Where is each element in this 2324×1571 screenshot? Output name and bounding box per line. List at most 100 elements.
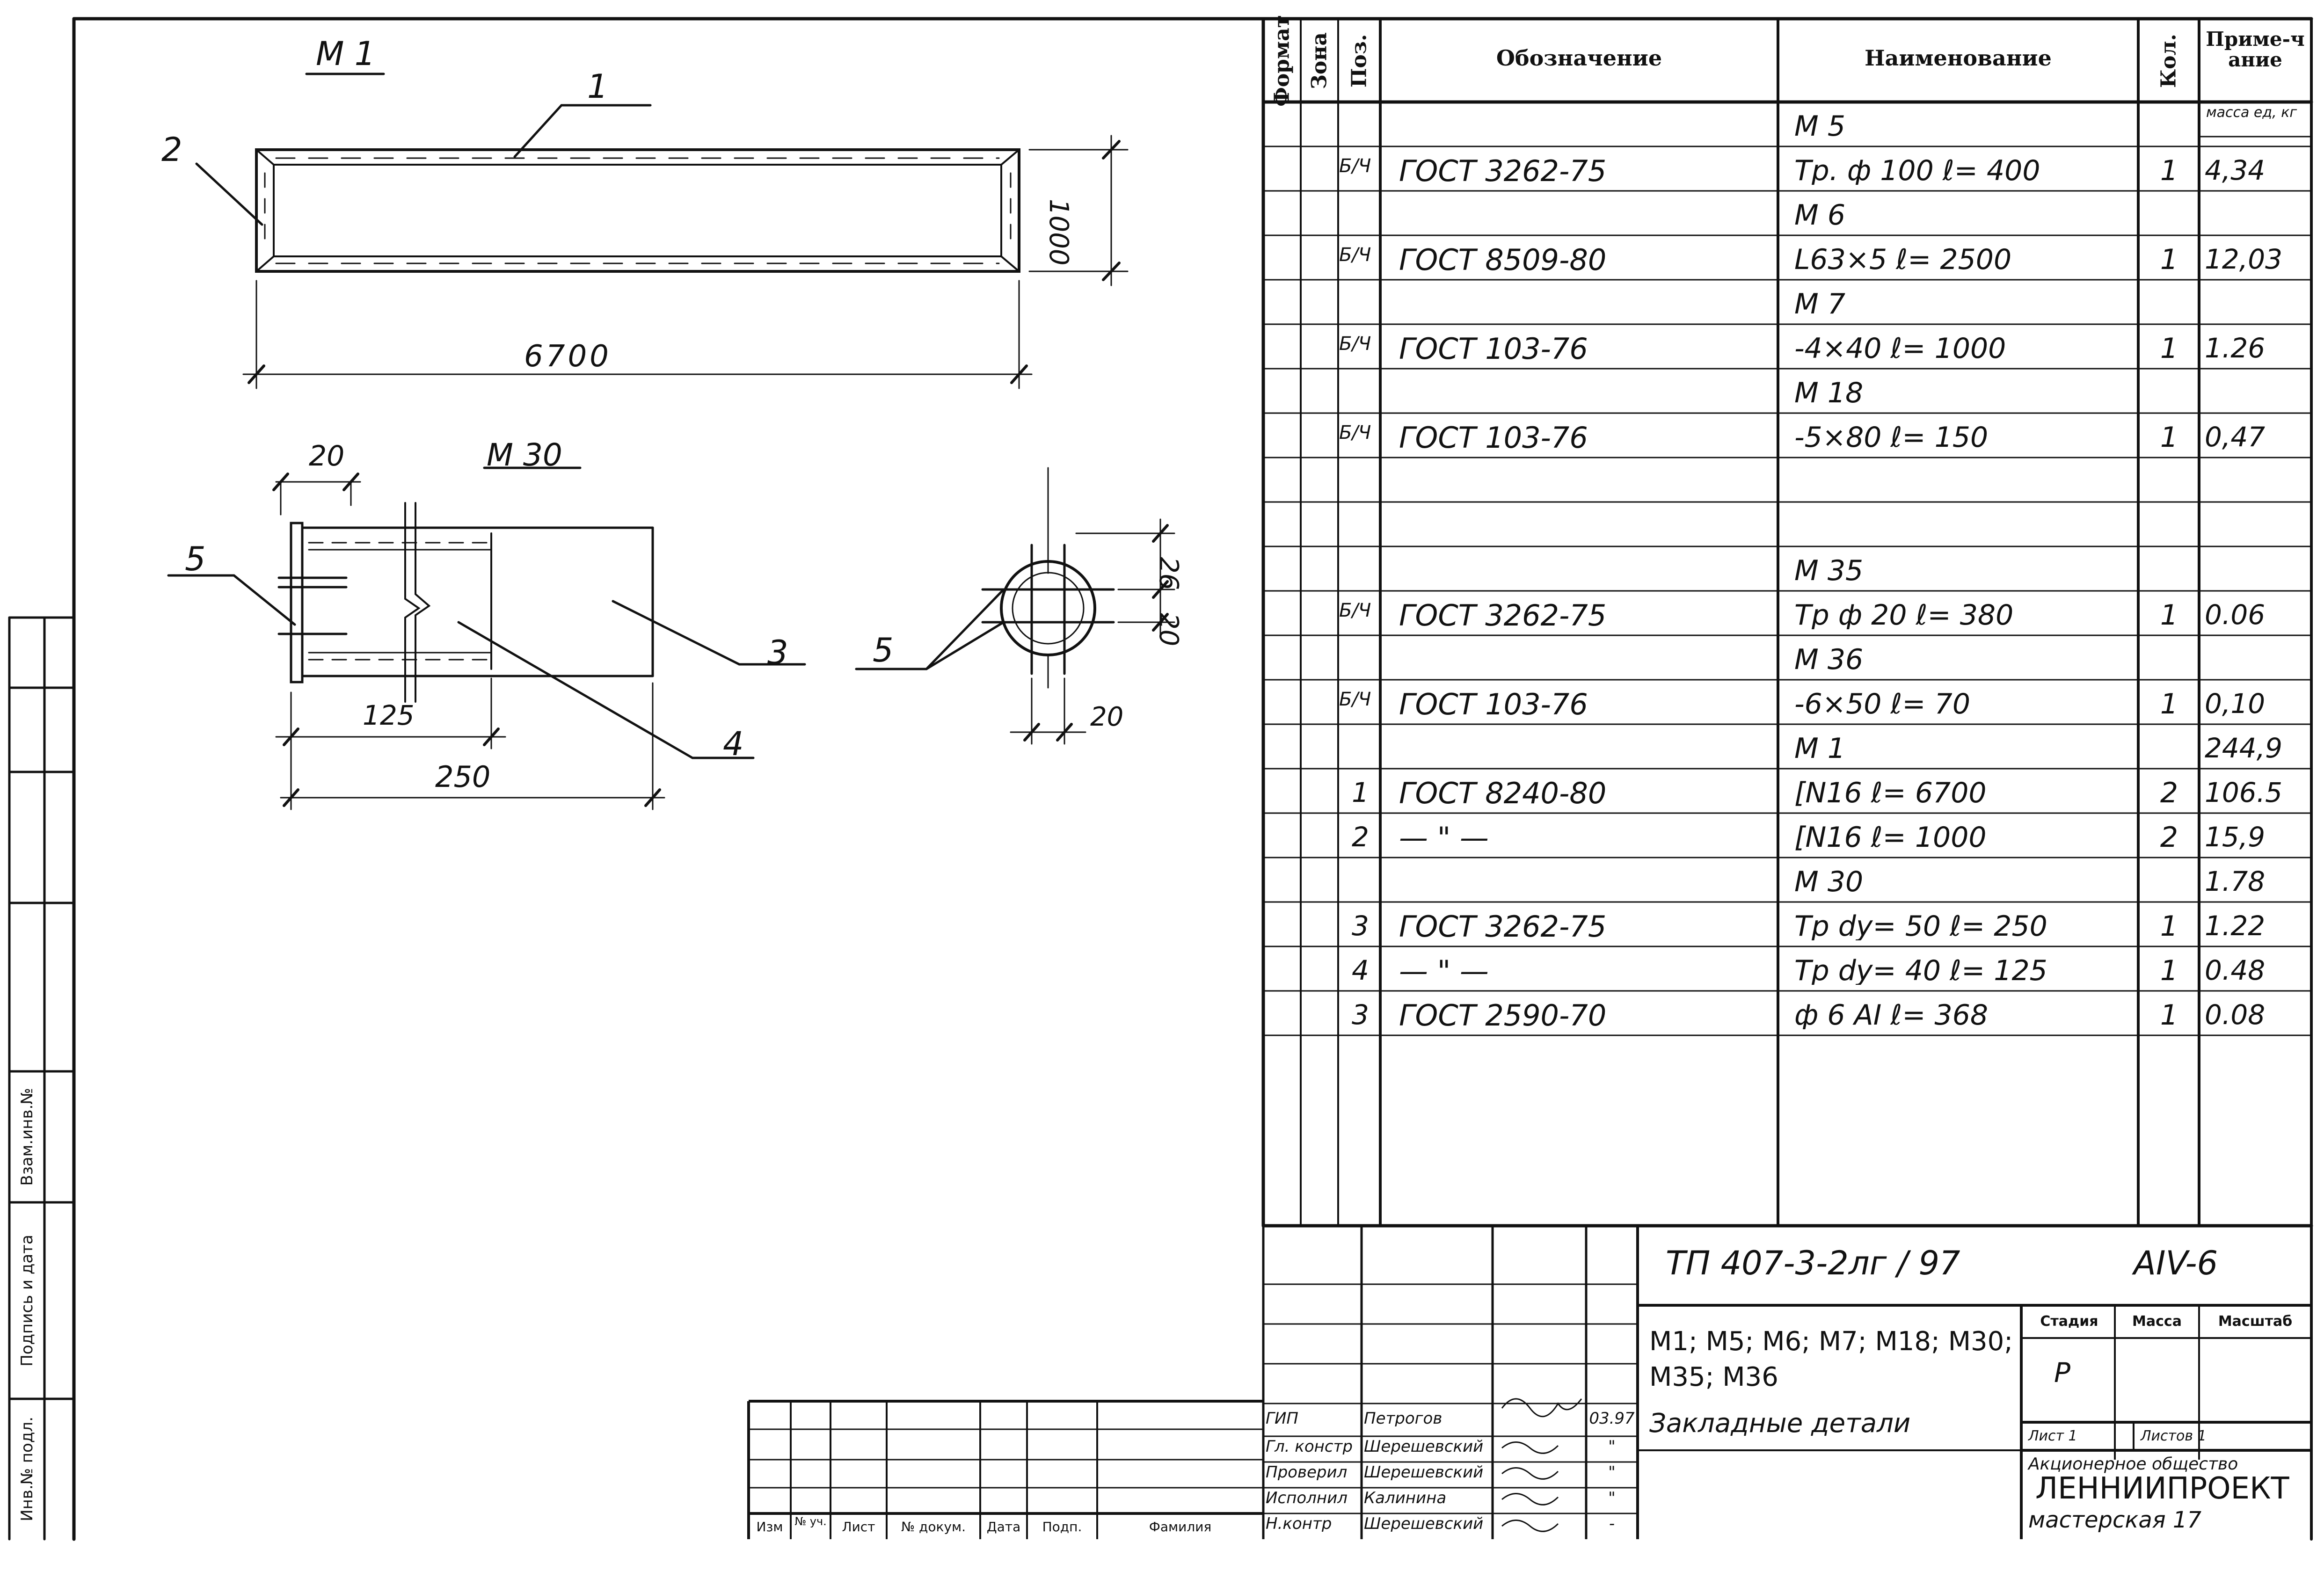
row-qty: 1: [2160, 912, 2178, 940]
m1-pos2-label: 2: [161, 131, 182, 169]
row-pos: 3: [1352, 912, 1369, 939]
m1-length-dim: 6700: [524, 339, 612, 374]
signer-name: Петрогов: [1364, 1411, 1442, 1426]
row-qty: 2: [2160, 823, 2178, 851]
row-designation: ГОСТ 8509-80: [1399, 246, 1607, 275]
row-designation: ГОСТ 103-76: [1399, 335, 1588, 364]
row-name: М 1: [1794, 735, 1846, 763]
drawing-subtitle: Закладные детали: [1649, 1408, 1911, 1439]
row-name: М 5: [1794, 112, 1846, 140]
header-note: Приме-чание: [2206, 28, 2305, 72]
row-name: [N16 ℓ= 6700: [1794, 779, 1987, 807]
m1-title: М 1: [316, 35, 376, 73]
row-name: L63×5 ℓ= 2500: [1794, 246, 2012, 274]
row-name: М 35: [1794, 557, 1864, 585]
row-name: Тр ф 20 ℓ= 380: [1794, 601, 2014, 629]
row-format: Б/Ч: [1339, 690, 1371, 709]
row-designation: ГОСТ 2590-70: [1399, 1001, 1607, 1030]
row-pos: 1: [1352, 779, 1369, 806]
row-name: Тр dy= 50 ℓ= 250: [1794, 912, 2047, 940]
row-name: Тр. ф 100 ℓ= 400: [1794, 157, 2040, 185]
row-format: Б/Ч: [1339, 601, 1371, 620]
change-uch: № уч.: [794, 1515, 827, 1528]
change-date: Дата: [986, 1519, 1021, 1535]
row-name: [N16 ℓ= 1000: [1794, 823, 1987, 851]
row-note: 0.48: [2205, 957, 2266, 984]
document-code: ТП 407-3-2лг / 97: [1666, 1244, 1960, 1282]
section-dim26: 26: [1153, 557, 1184, 590]
row-designation: ГОСТ 3262-75: [1399, 601, 1607, 630]
section-dim20-vertical: 20: [1153, 613, 1184, 647]
row-format: Б/Ч: [1339, 335, 1371, 353]
m1-height-dim: 1000: [1043, 199, 1074, 266]
row-pos: 2: [1352, 823, 1369, 851]
row-format: Б/Ч: [1339, 246, 1371, 264]
row-designation: ГОСТ 3262-75: [1399, 912, 1607, 941]
m30-title: М 30: [487, 437, 562, 473]
row-note: 15,9: [2205, 823, 2266, 851]
row-qty: 1: [2160, 690, 2178, 718]
row-qty: 1: [2160, 1001, 2178, 1029]
header-name: Наименование: [1865, 45, 2052, 71]
row-qty: 1: [2160, 601, 2178, 629]
row-pos: 4: [1352, 957, 1369, 984]
company-line1: Акционерное общество: [2028, 1455, 2238, 1474]
row-name: -4×40 ℓ= 1000: [1794, 335, 2006, 363]
row-designation: ГОСТ 103-76: [1399, 690, 1588, 719]
row-note: 0,10: [2205, 690, 2266, 717]
signer-date: 03.97: [1589, 1411, 1635, 1426]
row-name: М 18: [1794, 379, 1864, 407]
row-note: 1.78: [2205, 868, 2266, 895]
row-qty: 1: [2160, 957, 2178, 985]
row-name: Тр dy= 40 ℓ= 125: [1794, 957, 2047, 985]
row-name: -5×80 ℓ= 150: [1794, 423, 1989, 451]
row-qty: 1: [2160, 423, 2178, 451]
row-designation: — " —: [1399, 957, 1489, 986]
row-name: М 36: [1794, 646, 1864, 674]
signer-name: Шерешевский: [1364, 1439, 1484, 1455]
row-qty: 2: [2160, 779, 2178, 807]
signer-name: Калинина: [1364, 1490, 1447, 1506]
row-qty: 1: [2160, 246, 2178, 274]
row-note: 4,34: [2205, 157, 2266, 184]
m30-dim20: 20: [309, 440, 345, 473]
signer-role: ГИП: [1266, 1411, 1298, 1426]
stage-label: Стадия: [2040, 1313, 2098, 1330]
m30-dim125: 125: [363, 699, 415, 731]
m30-dim250: 250: [435, 760, 491, 794]
change-doc: № докум.: [901, 1519, 966, 1535]
signer-name: Шерешевский: [1364, 1464, 1484, 1480]
sheets-total: Листов 1: [2141, 1428, 2207, 1444]
change-sign: Подп.: [1042, 1519, 1082, 1535]
note-subheader: масса ед, кг: [2206, 104, 2297, 121]
signer-date: ": [1608, 1490, 1616, 1506]
stage-value: Р: [2054, 1357, 2070, 1389]
row-designation: — " —: [1399, 823, 1489, 852]
section-pos5-label: 5: [873, 631, 894, 669]
mass-label: Масса: [2132, 1313, 2182, 1330]
row-note: 106.5: [2205, 779, 2283, 806]
m30-pos3-label: 3: [767, 633, 788, 672]
item-list: М1; М5; М6; М7; М18; М30; М35; М36: [1649, 1326, 2013, 1392]
row-note: 12,03: [2205, 246, 2283, 273]
row-qty: 1: [2160, 157, 2178, 185]
row-pos: 3: [1352, 1001, 1369, 1028]
row-name: М 6: [1794, 201, 1846, 229]
row-note: 0.06: [2205, 601, 2266, 628]
row-note: 244,9: [2205, 735, 2283, 762]
sheet-number: Лист 1: [2028, 1428, 2077, 1444]
scale-label: Масштаб: [2218, 1313, 2293, 1330]
signer-role: Гл. констр: [1266, 1439, 1353, 1455]
signer-date: ": [1608, 1464, 1616, 1480]
signer-date: -: [1609, 1516, 1615, 1532]
row-qty: 1: [2160, 335, 2178, 363]
row-designation: ГОСТ 8240-80: [1399, 779, 1607, 808]
row-note: 0,47: [2205, 423, 2266, 451]
section-dim20-horizontal: 20: [1090, 702, 1124, 732]
row-name: М 7: [1794, 290, 1846, 318]
row-designation: ГОСТ 3262-75: [1399, 157, 1607, 186]
company-line3: мастерская 17: [2028, 1507, 2201, 1533]
m30-pos5-label: 5: [185, 540, 206, 578]
